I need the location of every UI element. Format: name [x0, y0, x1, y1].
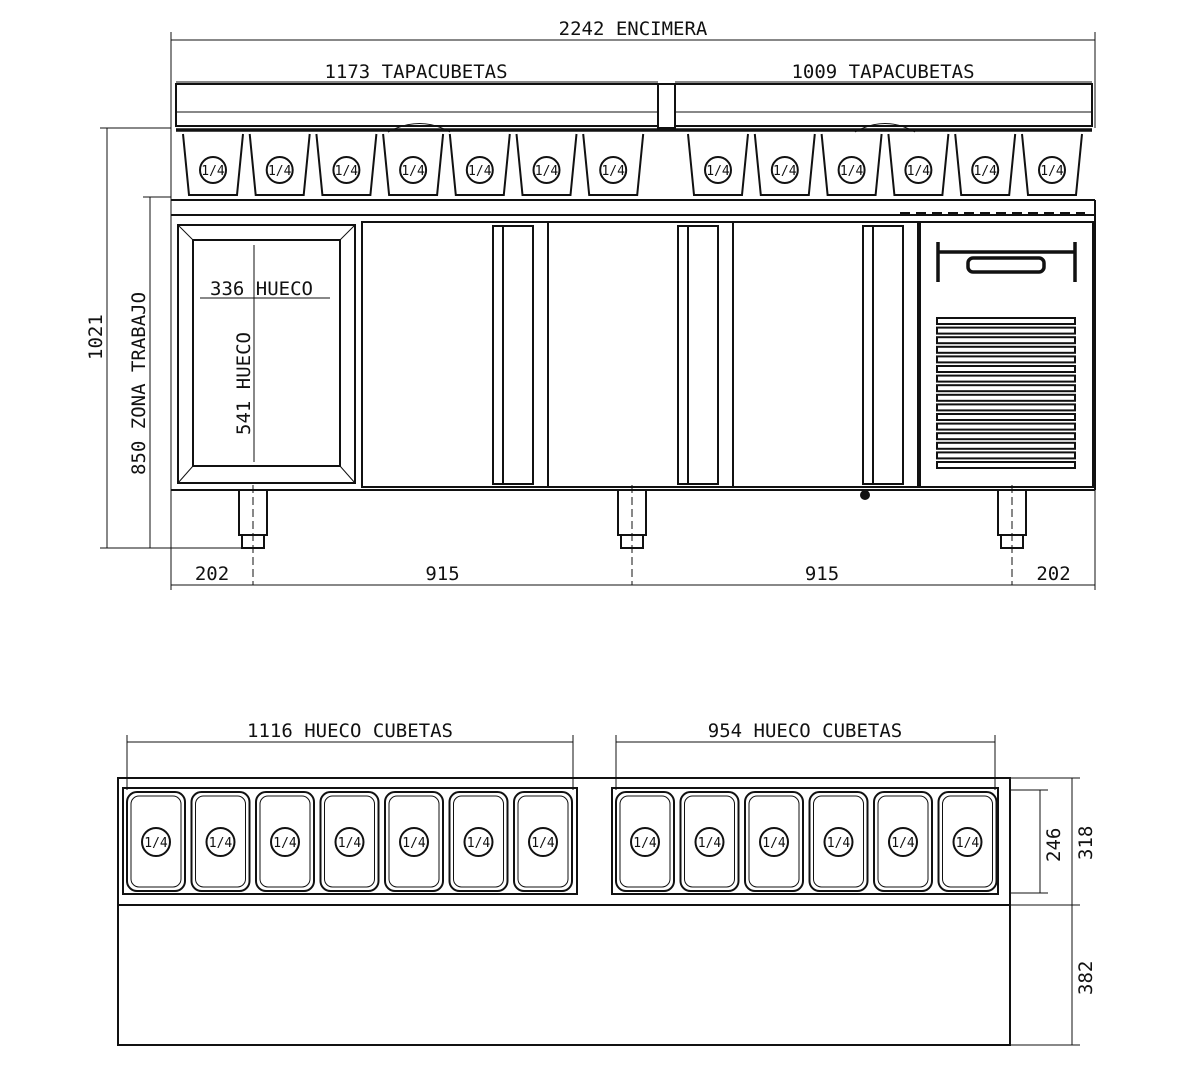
pan-size-label: 1/4 [1040, 164, 1064, 179]
pan: 1/4 [679, 791, 740, 892]
pan: 1/4 [954, 133, 1017, 196]
pan-size-label: 1/4 [827, 836, 851, 851]
pan: 1/4 [820, 133, 883, 196]
ventilation-grille [936, 317, 1076, 469]
pan-size-label: 1/4 [209, 836, 233, 851]
pan-size-label: 1/4 [706, 164, 730, 179]
pan: 1/4 [687, 133, 749, 196]
pan: 1/4 [582, 133, 645, 196]
pan-size-label: 1/4 [840, 164, 864, 179]
machine-panel [919, 221, 1094, 488]
pan: 1/4 [1021, 133, 1083, 196]
total-height-dimension: 1021 [85, 314, 107, 360]
top-outline [117, 777, 1011, 1046]
pan: 1/4 [248, 133, 311, 196]
glass-width-dimension: 336 HUECO [210, 278, 313, 300]
pan: 1/4 [513, 791, 573, 892]
pan-zone-dimension: 318 [1075, 826, 1097, 860]
pan-size-label: 1/4 [891, 836, 915, 851]
pan-size-label: 1/4 [468, 164, 492, 179]
pan-size-label: 1/4 [531, 836, 555, 851]
left-opening-dimension: 1116 HUECO CUBETAS [247, 720, 453, 742]
door[interactable] [361, 221, 549, 488]
pan: 1/4 [384, 791, 444, 892]
pan-size-label: 1/4 [907, 164, 931, 179]
pan-depth-dimension: 246 [1043, 828, 1065, 862]
lid-right-dimension: 1009 TAPACUBETAS [791, 61, 974, 83]
pan: 1/4 [753, 133, 816, 196]
pan: 1/4 [255, 791, 315, 892]
pan-size-label: 1/4 [201, 164, 225, 179]
pan-size-label: 1/4 [633, 836, 657, 851]
rear-depth-dimension: 382 [1075, 961, 1097, 995]
lid-right [674, 83, 1093, 127]
glass-height-dimension: 541 HUECO [233, 332, 255, 435]
pan: 1/4 [448, 133, 511, 196]
pan-size-label: 1/4 [773, 164, 797, 179]
pan-size-label: 1/4 [698, 836, 722, 851]
leg-spacing-dimension: 202 [195, 563, 229, 585]
pan-size-label: 1/4 [335, 164, 359, 179]
pan-size-label: 1/4 [467, 836, 491, 851]
leg-spacing-dimension: 915 [805, 563, 839, 585]
pan-size-label: 1/4 [338, 836, 362, 851]
pan-size-label: 1/4 [401, 164, 425, 179]
leg [997, 485, 1027, 585]
countertop-dimension: 2242 ENCIMERA [559, 18, 708, 40]
right-opening-dimension: 954 HUECO CUBETAS [708, 720, 902, 742]
pan: 1/4 [744, 791, 804, 892]
pan-size-label: 1/4 [268, 164, 292, 179]
pan: 1/4 [319, 791, 380, 892]
pan-size-label: 1/4 [273, 836, 297, 851]
door[interactable] [732, 221, 919, 488]
pan-size-label: 1/4 [535, 164, 559, 179]
top-view: 1116 HUECO CUBETAS 954 HUECO CUBETAS 1/4… [117, 720, 1097, 1046]
pan-size-label: 1/4 [144, 836, 168, 851]
pan: 1/4 [182, 133, 244, 196]
lid-left [175, 83, 659, 127]
pan: 1/4 [448, 791, 509, 892]
pan-size-label: 1/4 [601, 164, 625, 179]
glass-door [177, 224, 356, 484]
leg-spacing-dimension: 915 [425, 563, 459, 585]
leg [617, 485, 647, 585]
front-view: 2242 ENCIMERA 1173 TAPACUBETAS 1009 TAPA… [85, 18, 1096, 590]
pan: 1/4 [126, 791, 186, 892]
pan: 1/4 [808, 791, 869, 892]
leg [238, 485, 268, 585]
pan: 1/4 [190, 791, 251, 892]
pan: 1/4 [615, 791, 675, 892]
pan-size-label: 1/4 [402, 836, 426, 851]
pan-size-label: 1/4 [973, 164, 997, 179]
door[interactable] [547, 221, 734, 488]
pan: 1/4 [515, 133, 578, 196]
pan: 1/4 [887, 133, 950, 196]
pan: 1/4 [382, 133, 445, 196]
pan: 1/4 [315, 133, 378, 196]
pan: 1/4 [873, 791, 933, 892]
work-height-dimension: 850 ZONA TRABAJO [128, 292, 150, 475]
lid-left-dimension: 1173 TAPACUBETAS [324, 61, 507, 83]
leg-spacing-dimension: 202 [1036, 563, 1070, 585]
pan: 1/4 [937, 791, 998, 892]
pan-size-label: 1/4 [956, 836, 980, 851]
pan-size-label: 1/4 [762, 836, 786, 851]
